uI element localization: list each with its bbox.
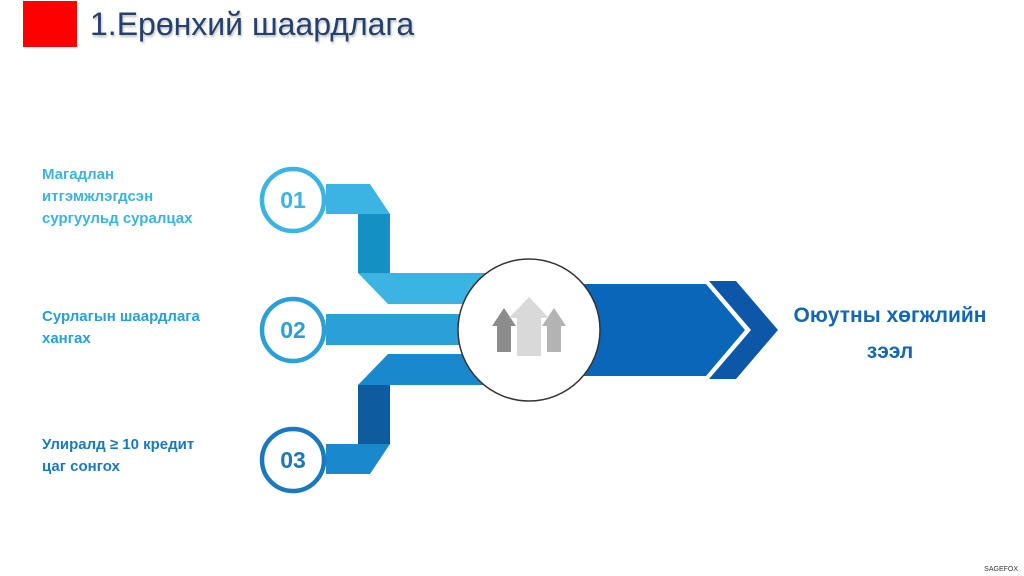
band-1-drop [358,214,390,273]
result-label: Оюутны хөгжлийн зээл [770,298,1010,370]
step-3-label: Улиралд ≥ 10 кредит цаг сонгох [42,434,194,478]
step-2-number: 02 [280,317,306,343]
slide-title: 1.Ерөнхий шаардлага [90,6,415,42]
step-2-label-line: хангах [42,330,91,347]
accent-square [23,1,77,47]
step-2-label: Сурлагын шаардлага хангах [42,306,200,350]
step-3-number: 03 [280,447,306,473]
output-arrow-chevron [709,281,778,379]
result-label-line: зээл [866,340,914,363]
step-2-ring [259,296,327,364]
step-1-label-line: Магадлан [42,166,115,183]
up-arrows-icon [492,297,566,356]
step-1-label-line: итгэмжлэгдсэн [42,188,154,205]
result-label-line: Оюутны хөгжлийн [793,304,987,327]
band-3-exit [326,444,390,474]
step-3-ring [259,426,327,494]
step-1-number: 01 [280,187,306,213]
band-1-entry [326,184,390,214]
watermark: SAGEFOX [984,566,1018,573]
step-1-label: Магадлан итгэмжлэгдсэн сургуульд суралца… [42,164,192,230]
step-2-label-line: Сурлагын шаардлага [42,308,200,325]
step-3-label-line: Улиралд ≥ 10 кредит [42,436,195,453]
step-1-label-line: сургуульд суралцах [42,210,193,227]
step-3-label-line: цаг сонгох [42,458,120,475]
step-1-ring [259,166,327,234]
band-3-rise [358,385,390,444]
